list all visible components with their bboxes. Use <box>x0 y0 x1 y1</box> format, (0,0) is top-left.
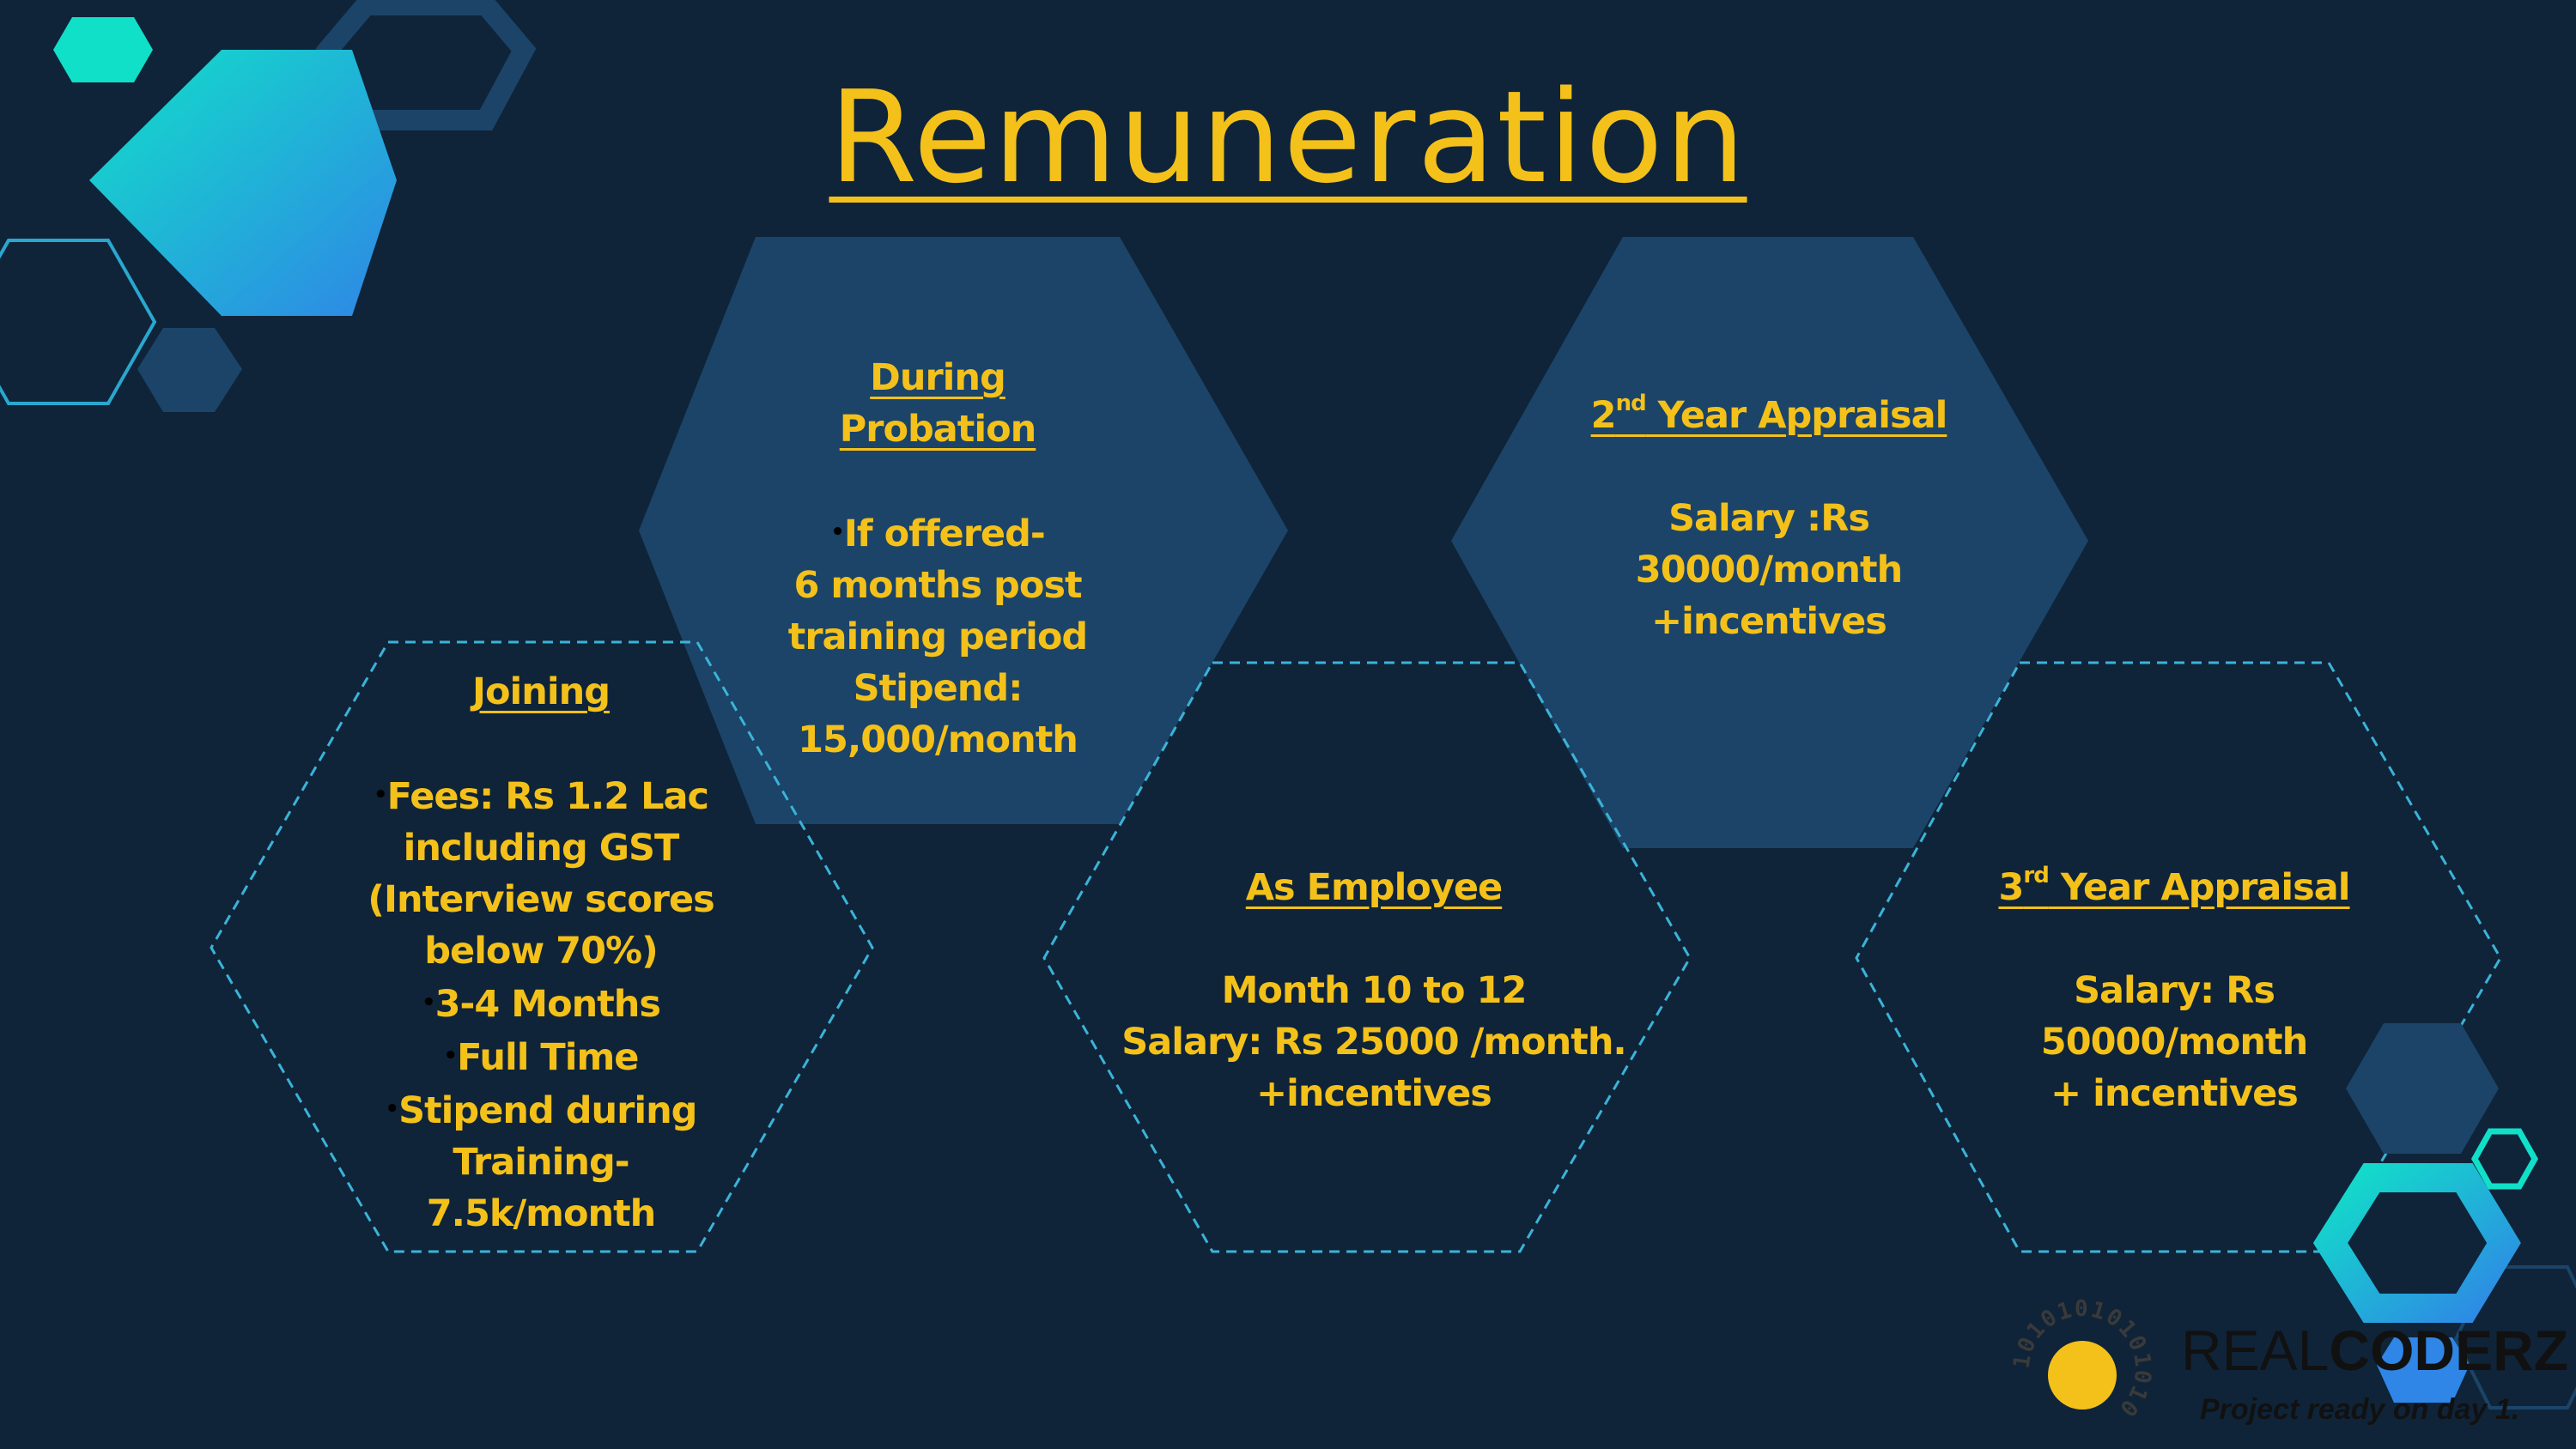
bullet-icon: • <box>443 1043 459 1069</box>
card-joining-line: including GST <box>403 827 680 870</box>
card-year3-line: Salary: Rs <box>2074 969 2275 1012</box>
card-probation-heading: During Probation <box>839 356 1037 451</box>
card-year3: 3rd Year Appraisal Salary: Rs 50000/mont… <box>1977 862 2372 1119</box>
bullet-icon: • <box>422 990 436 1016</box>
brand-logo: 10101010101010 REALCODERZ Project ready … <box>2009 1296 2569 1442</box>
card-probation-line: 15,000/month <box>798 718 1078 761</box>
hex-year3-shape <box>1855 661 2502 1253</box>
deco-hex-navy-bottom <box>2346 1023 2499 1154</box>
bullet-icon: • <box>373 782 388 808</box>
page-title: Remuneration <box>0 60 2576 215</box>
card-employee: As Employee Month 10 to 12 Salary: Rs 25… <box>1108 862 1640 1119</box>
card-joining-line: below 70%) <box>424 930 659 973</box>
card-joining-line: •3-4 Months <box>422 983 661 1026</box>
card-year3-heading: 3rd Year Appraisal <box>1998 863 2350 909</box>
bullet-icon: • <box>830 519 845 545</box>
hex-probation-shape <box>639 237 1288 824</box>
card-year2-heading: 2nd Year Appraisal <box>1590 391 1948 437</box>
deco-hex-small-outline <box>2470 1128 2539 1190</box>
card-joining-heading: Joining <box>471 670 611 713</box>
card-employee-line: Month 10 to 12 <box>1221 969 1528 1012</box>
deco-hex-small-blue <box>2377 1337 2470 1403</box>
bullet-icon: • <box>385 1096 400 1122</box>
card-year2-line: +incentives <box>1651 600 1887 643</box>
card-joining-line: •Stipend during <box>385 1089 698 1132</box>
logo-sun-icon: 10101010101010 <box>2009 1296 2154 1422</box>
logo-wordmark: REALCODERZ <box>2181 1319 2569 1382</box>
logo-sun-disc <box>2048 1341 2117 1410</box>
deco-hex-gradient-ring <box>2312 1163 2521 1323</box>
card-probation-line: •If offered- <box>830 512 1045 555</box>
card-probation-line: 6 months post <box>793 564 1082 607</box>
card-joining-line: (Interview scores <box>368 878 714 921</box>
card-employee-line: Salary: Rs 25000 /month. <box>1121 1021 1627 1064</box>
deco-hex-small-navy <box>137 328 242 412</box>
deco-hex-large-gradient <box>89 50 397 316</box>
page-title-text: Remuneration <box>829 64 1747 211</box>
card-probation-line: training period <box>787 615 1088 658</box>
card-joining-line: •Full Time <box>443 1036 640 1079</box>
card-joining-line: Training- <box>453 1141 629 1184</box>
card-year2-line: Salary :Rs <box>1668 497 1870 540</box>
deco-hex-outline-left <box>0 239 157 405</box>
card-year2-line: 30000/month <box>1635 549 1903 591</box>
card-year3-line: + incentives <box>2050 1072 2299 1115</box>
card-employee-heading: As Employee <box>1245 866 1503 909</box>
card-probation: During Probation •If offered- 6 months p… <box>766 352 1109 766</box>
card-year3-line: 50000/month <box>2040 1021 2308 1064</box>
card-joining-line: 7.5k/month <box>426 1192 657 1235</box>
card-employee-line: +incentives <box>1256 1072 1492 1115</box>
hex-year2-shape <box>1451 237 2088 848</box>
card-joining-line: •Fees: Rs 1.2 Lac <box>373 775 709 818</box>
hex-employee-shape <box>1042 661 1692 1253</box>
card-joining: Joining •Fees: Rs 1.2 Lac including GST … <box>352 666 730 1240</box>
card-probation-line: Stipend: <box>853 667 1024 710</box>
deco-hex-outline-dark <box>2453 1265 2576 1410</box>
deco-hex-small-teal <box>53 17 153 82</box>
hex-joining-shape <box>210 640 874 1253</box>
card-year2: 2nd Year Appraisal Salary :Rs 30000/mont… <box>1571 390 1966 647</box>
logo-tagline: Project ready on day 1. <box>2200 1393 2520 1426</box>
